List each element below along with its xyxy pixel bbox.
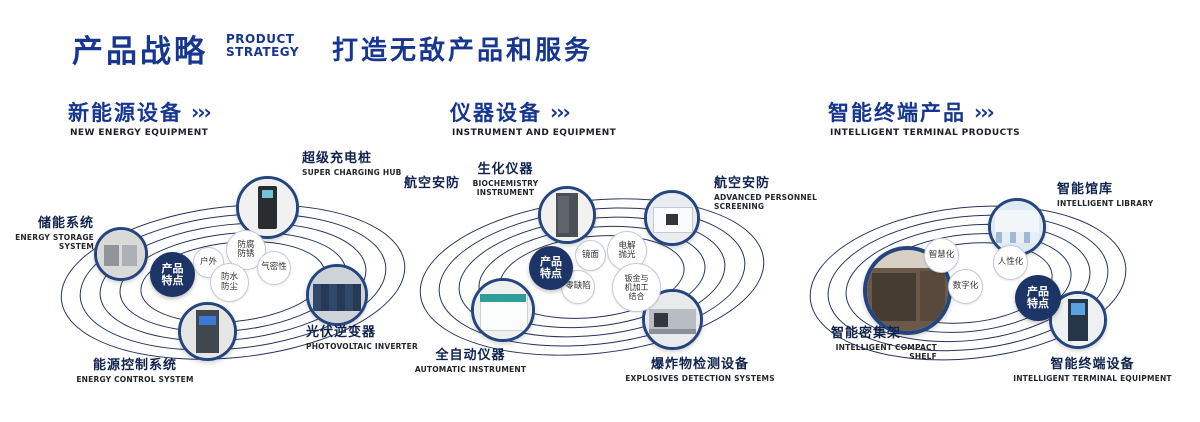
section-subtitle-intelligent-terminal: INTELLIGENT TERMINAL PRODUCTS	[830, 128, 1020, 138]
section-title-intelligent-terminal: 智能终端产品 ›››	[828, 97, 995, 127]
feature-label: 智慧化	[928, 249, 955, 260]
energy-storage-photo	[94, 227, 148, 281]
explosives-detection-photo	[642, 289, 703, 350]
automatic-instrument-photo	[471, 278, 535, 342]
pv-inverter-photo	[306, 264, 368, 326]
feature-label: 户外	[199, 256, 217, 267]
feature-label: 人性化	[997, 256, 1024, 267]
product-features-badge: 产品特点	[1015, 275, 1061, 321]
page-title: 产品战略	[72, 34, 208, 70]
product-label-terminal-equipment: 智能终端设备 INTELLIGENT TERMINAL EQUIPMENT	[1010, 357, 1175, 383]
product-label-energy-control: 能源控制系统 ENERGY CONTROL SYSTEM	[70, 358, 200, 384]
feature-label: 零缺陷	[565, 281, 591, 292]
section-title-cn: 新能源设备	[68, 101, 183, 125]
energy-control-photo	[178, 302, 237, 361]
intelligent-library-photo	[988, 198, 1046, 256]
product-label-energy-storage: 储能系统 ENERGY STORAGE SYSTEM	[14, 216, 94, 251]
section-title-cn: 智能终端产品	[828, 101, 966, 125]
product-name-en: EXPLOSIVES DETECTION SYSTEMS	[625, 374, 775, 383]
page-title-en: PRODUCT STRATEGY	[226, 33, 299, 59]
section-subtitle-instruments: INSTRUMENT AND EQUIPMENT	[452, 128, 617, 138]
product-label-compact-shelf: 智能密集架 INTELLIGENT COMPACT SHELF	[831, 326, 937, 361]
product-name-cn: 航空安防	[714, 176, 771, 191]
feature-bubble: 数字化	[948, 269, 983, 304]
product-label-pv-inverter: 光伏逆变器 PHOTOVOLTAIC INVERTER	[306, 325, 431, 351]
product-name-en: BIOCHEMISTRY INSTRUMENT	[472, 179, 539, 197]
product-name-en: AUTOMATIC INSTRUMENT	[414, 365, 527, 374]
section-title-instruments: 仪器设备 ›››	[450, 97, 571, 127]
label-aviation-security: 航空安防	[404, 176, 460, 191]
product-name-en: ENERGY CONTROL SYSTEM	[76, 375, 194, 384]
product-label-explosives-detection: 爆炸物检测设备 EXPLOSIVES DETECTION SYSTEMS	[620, 357, 780, 383]
badge-label: 产品特点	[161, 261, 184, 287]
badge-label: 产品特点	[1027, 285, 1049, 310]
charging-hub-photo	[236, 176, 299, 239]
triple-chevron-icon: ›››	[550, 100, 571, 124]
product-name-cn: 光伏逆变器	[306, 325, 377, 340]
feature-label: 电解抛光	[618, 240, 636, 260]
page-title-en-line2: STRATEGY	[226, 45, 300, 59]
personnel-screening-photo	[644, 190, 700, 246]
badge-label: 产品特点	[540, 255, 562, 280]
feature-bubble: 人性化	[993, 245, 1028, 280]
product-features-badge: 产品特点	[150, 252, 195, 297]
product-name-cn: 生化仪器	[477, 162, 534, 177]
product-name-cn: 爆炸物检测设备	[650, 357, 749, 372]
side-label-cn: 航空安防	[404, 176, 461, 191]
product-name-cn: 储能系统	[37, 216, 94, 231]
feature-bubble: 气密性	[257, 251, 291, 285]
triple-chevron-icon: ›››	[191, 100, 212, 124]
product-label-biochemistry: 生化仪器 BIOCHEMISTRY INSTRUMENT	[448, 162, 563, 197]
product-name-en: INTELLIGENT TERMINAL EQUIPMENT	[1013, 374, 1172, 383]
product-name-en: INTELLIGENT LIBRARY	[1057, 199, 1154, 208]
page-title-en-line1: PRODUCT	[226, 32, 295, 46]
feature-bubble: 防水防尘	[210, 263, 249, 302]
product-label-personnel-screening: 航空安防 ADVANCED PERSONNEL SCREENING	[714, 176, 824, 211]
product-features-badge: 产品特点	[529, 246, 573, 290]
product-name-cn: 全自动仪器	[435, 348, 506, 363]
feature-bubble: 镜面	[575, 240, 606, 271]
product-name-en: SUPER CHARGING HUB	[302, 168, 402, 177]
product-label-automatic-instrument: 全自动仪器 AUTOMATIC INSTRUMENT	[408, 348, 533, 374]
feature-label: 气密性	[261, 262, 287, 273]
product-label-charging-hub: 超级充电桩 SUPER CHARGING HUB	[302, 151, 422, 177]
product-name-cn: 超级充电桩	[302, 151, 373, 166]
product-name-en: ENERGY STORAGE SYSTEM	[15, 233, 94, 251]
product-name-cn: 智能密集架	[831, 326, 902, 341]
triple-chevron-icon: ›››	[974, 100, 995, 124]
product-name-cn: 智能终端设备	[1050, 357, 1135, 372]
terminal-equipment-photo	[1049, 291, 1107, 349]
feature-label: 钣金与机加工结合	[624, 274, 649, 301]
feature-label: 防水防尘	[220, 272, 238, 292]
product-name-cn: 能源控制系统	[92, 358, 177, 373]
feature-bubble: 智慧化	[924, 238, 959, 273]
product-name-en: ADVANCED PERSONNEL SCREENING	[714, 193, 818, 211]
feature-label: 防腐防锈	[237, 239, 255, 259]
section-title-cn: 仪器设备	[450, 101, 542, 125]
slogan: 打造无敌产品和服务	[332, 36, 594, 66]
feature-label: 镜面	[581, 249, 599, 260]
feature-bubble: 钣金与机加工结合	[612, 263, 661, 312]
product-name-en: PHOTOVOLTAIC INVERTER	[306, 342, 418, 351]
product-name-cn: 智能馆库	[1057, 182, 1114, 197]
compact-shelf-photo	[863, 246, 952, 335]
section-title-new-energy: 新能源设备 ›››	[68, 97, 212, 127]
biochemistry-instrument-photo	[538, 186, 596, 244]
feature-label: 数字化	[952, 280, 979, 291]
product-label-intelligent-library: 智能馆库 INTELLIGENT LIBRARY	[1057, 182, 1167, 208]
section-subtitle-new-energy: NEW ENERGY EQUIPMENT	[70, 128, 209, 138]
product-name-en: INTELLIGENT COMPACT SHELF	[835, 343, 937, 361]
